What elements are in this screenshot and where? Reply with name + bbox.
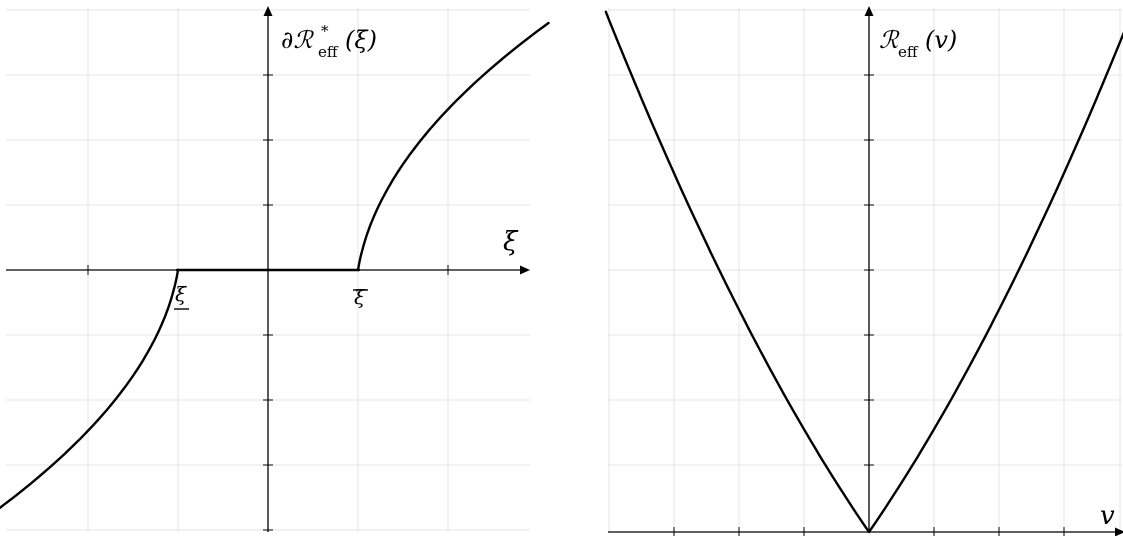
right-ticks [673, 74, 1065, 536]
svg-text:∂ℛ: ∂ℛ [281, 26, 314, 54]
left-y-label-symbol: ℛ [293, 26, 314, 54]
left-curve-lower-branch [0, 268, 180, 510]
left-ticks [87, 74, 449, 531]
left-y-label-prefix: ∂ [281, 26, 293, 54]
lower-threshold-label: ξ [175, 282, 187, 306]
right-grid [608, 8, 1122, 532]
left-y-label-subscript: eff [318, 43, 339, 61]
left-y-arrowhead [263, 6, 273, 16]
left-y-label-superscript: * [321, 22, 329, 40]
right-y-arrowhead [864, 6, 874, 16]
right-plot: ℛ eff (v) v [604, 6, 1123, 536]
left-y-label: ∂ℛ * eff (ξ) [281, 22, 377, 61]
right-y-label-symbol: ℛ [879, 26, 900, 54]
left-x-arrowhead [520, 265, 530, 275]
left-x-label: ξ [503, 227, 519, 257]
left-y-label-argument: (ξ) [345, 26, 377, 54]
right-y-label-argument: (v) [925, 26, 957, 54]
right-x-arrowhead [1115, 527, 1123, 536]
left-curve-upper-branch [356, 21, 550, 272]
left-plot: ∂ℛ * eff (ξ) ξ ξ ξ [0, 6, 550, 532]
right-x-label: v [1100, 501, 1115, 531]
upper-threshold-label: ξ [354, 285, 366, 309]
right-y-label: ℛ eff (v) [879, 26, 957, 61]
right-curve [604, 10, 1123, 534]
right-y-label-subscript: eff [898, 43, 919, 61]
